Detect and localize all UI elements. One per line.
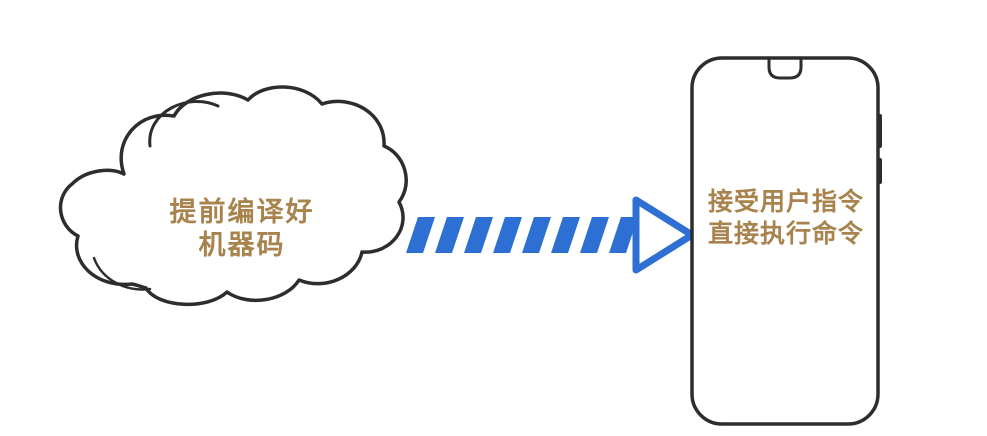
arrow-stripe	[406, 217, 435, 253]
phone-outline	[690, 56, 880, 426]
phone-side-button-volume	[877, 114, 882, 148]
arrow-stripe	[435, 217, 464, 253]
cloud-shape	[58, 85, 408, 306]
phone-label-line1: 接受用户指令	[707, 188, 864, 216]
arrow-head	[632, 196, 696, 274]
phone-notch	[767, 58, 803, 80]
arrow-stripe	[551, 217, 580, 253]
cloud-label-line1: 提前编译好	[169, 197, 315, 227]
arrow-stripe	[464, 217, 493, 253]
arrow-stripe	[580, 217, 609, 253]
cloud-sketch-stroke-top	[148, 100, 220, 148]
arrow-stripe	[522, 217, 551, 253]
phone-side-button-power	[877, 158, 882, 184]
phone-label: 接受用户指令 直接执行命令	[694, 186, 878, 250]
phone-shape	[690, 56, 882, 426]
cloud-label: 提前编译好 机器码	[108, 196, 376, 262]
phone-label-line2: 直接执行命令	[707, 220, 864, 248]
arrow-stripe	[609, 217, 638, 253]
cloud-sketch-stroke-bottom	[92, 256, 152, 291]
striped-arrow	[406, 196, 696, 274]
arrow-stripe	[493, 217, 522, 253]
cloud-label-line2: 机器码	[198, 230, 286, 260]
cloud-outline	[58, 85, 408, 306]
